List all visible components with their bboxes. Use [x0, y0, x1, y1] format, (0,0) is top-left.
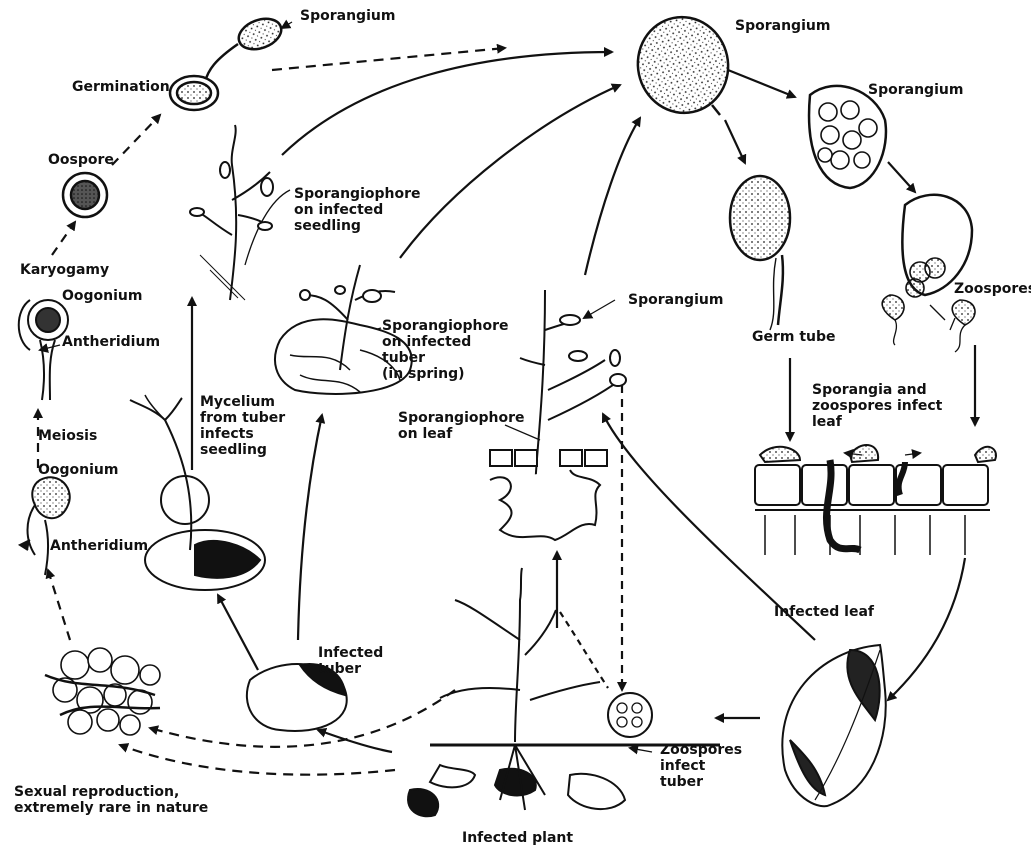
arrow-dashed-to-oospore — [51, 220, 77, 256]
label-germination: Germination — [72, 79, 170, 95]
main-sporangium — [636, 15, 730, 115]
label-infected-plant: Infected plant — [462, 830, 574, 846]
leaf-cross-section — [754, 444, 997, 555]
arrow-tuber-to-sporangium — [399, 83, 622, 259]
label-infected-leaf: Infected leaf — [774, 604, 874, 620]
label-antheridium-2: Antheridium — [50, 538, 149, 554]
label-sporangium-right: Sporangium — [868, 82, 964, 98]
arrow-dashed-sexual-to-oogonium — [45, 568, 72, 641]
label-sporangia-zoospores: Sporangia and zoospores infect leaf — [812, 382, 943, 430]
arrow-leaf-to-sporangium — [583, 116, 642, 276]
infected-leaf-drawing — [781, 643, 887, 808]
label-sporangiophore-leaf: Sporangiophore on leaf — [398, 410, 525, 442]
arrow-leaf-to-sporangiophore — [601, 412, 816, 641]
arrow-dashed-to-sexual-2 — [118, 743, 396, 776]
infected-tuber-drawing — [245, 663, 348, 732]
sprouting-tuber — [274, 264, 413, 395]
arrow-seedling-to-sporangium — [281, 47, 614, 156]
label-sporangium-top-left: Sporangium — [300, 8, 396, 24]
infected-plant — [407, 567, 720, 818]
arrow-to-zoosporangium — [727, 68, 797, 99]
arrow-tuber-to-sprout — [296, 413, 326, 641]
arrow-plant-to-tuber — [316, 728, 393, 754]
label-sporangium-center: Sporangium — [628, 292, 724, 308]
arrow-to-infected-leaf — [886, 557, 967, 702]
label-sporangium-top-center: Sporangium — [735, 18, 831, 34]
label-oogonium-2: Oogonium — [38, 462, 119, 478]
oogonium-antheridium — [17, 476, 71, 576]
dashed-stem — [559, 611, 609, 689]
label-sporangiophore-tuber: Sporangiophore on infected tuber (in spr… — [382, 318, 509, 382]
label-oospore: Oospore — [48, 152, 114, 168]
arrow-to-germ-tube — [724, 119, 747, 165]
label-germ-tube: Germ tube — [752, 329, 836, 345]
label-karyogamy: Karyogamy — [20, 262, 110, 278]
arrow-dashed-to-sexual-1 — [148, 689, 456, 748]
label-meiosis: Meiosis — [38, 428, 98, 444]
label-zoospores: Zoospores — [954, 281, 1031, 297]
label-infected-tuber: Infected tuber — [318, 645, 384, 677]
oogonium-karyogamy — [17, 299, 69, 401]
leaf-sporangiophore — [489, 289, 627, 542]
arrow-tuber-to-seedling — [217, 593, 259, 671]
sexual-reproduction-drawing — [44, 647, 161, 736]
label-antheridium-1: Antheridium — [62, 334, 161, 350]
sporangiophore-seedling — [189, 124, 274, 301]
arrow-dashed-to-germination — [111, 113, 162, 166]
label-zoospores-infect: Zoospores infect tuber — [660, 742, 743, 790]
arrow-to-zoospore-release — [887, 161, 917, 194]
label-sporangiophore-seedling: Sporangiophore on infected seedling — [294, 186, 421, 234]
arrow-germination-to-sporangium — [271, 43, 507, 72]
germinating-sporangium — [237, 17, 283, 51]
germ-tube-sporangium — [728, 174, 792, 262]
label-sexual-reproduction: Sexual reproduction, extremely rare in n… — [14, 784, 209, 816]
label-oogonium-1: Oogonium — [62, 288, 143, 304]
mycelium-seedling — [129, 394, 266, 591]
label-mycelium: Mycelium from tuber infects seedling — [200, 394, 286, 458]
